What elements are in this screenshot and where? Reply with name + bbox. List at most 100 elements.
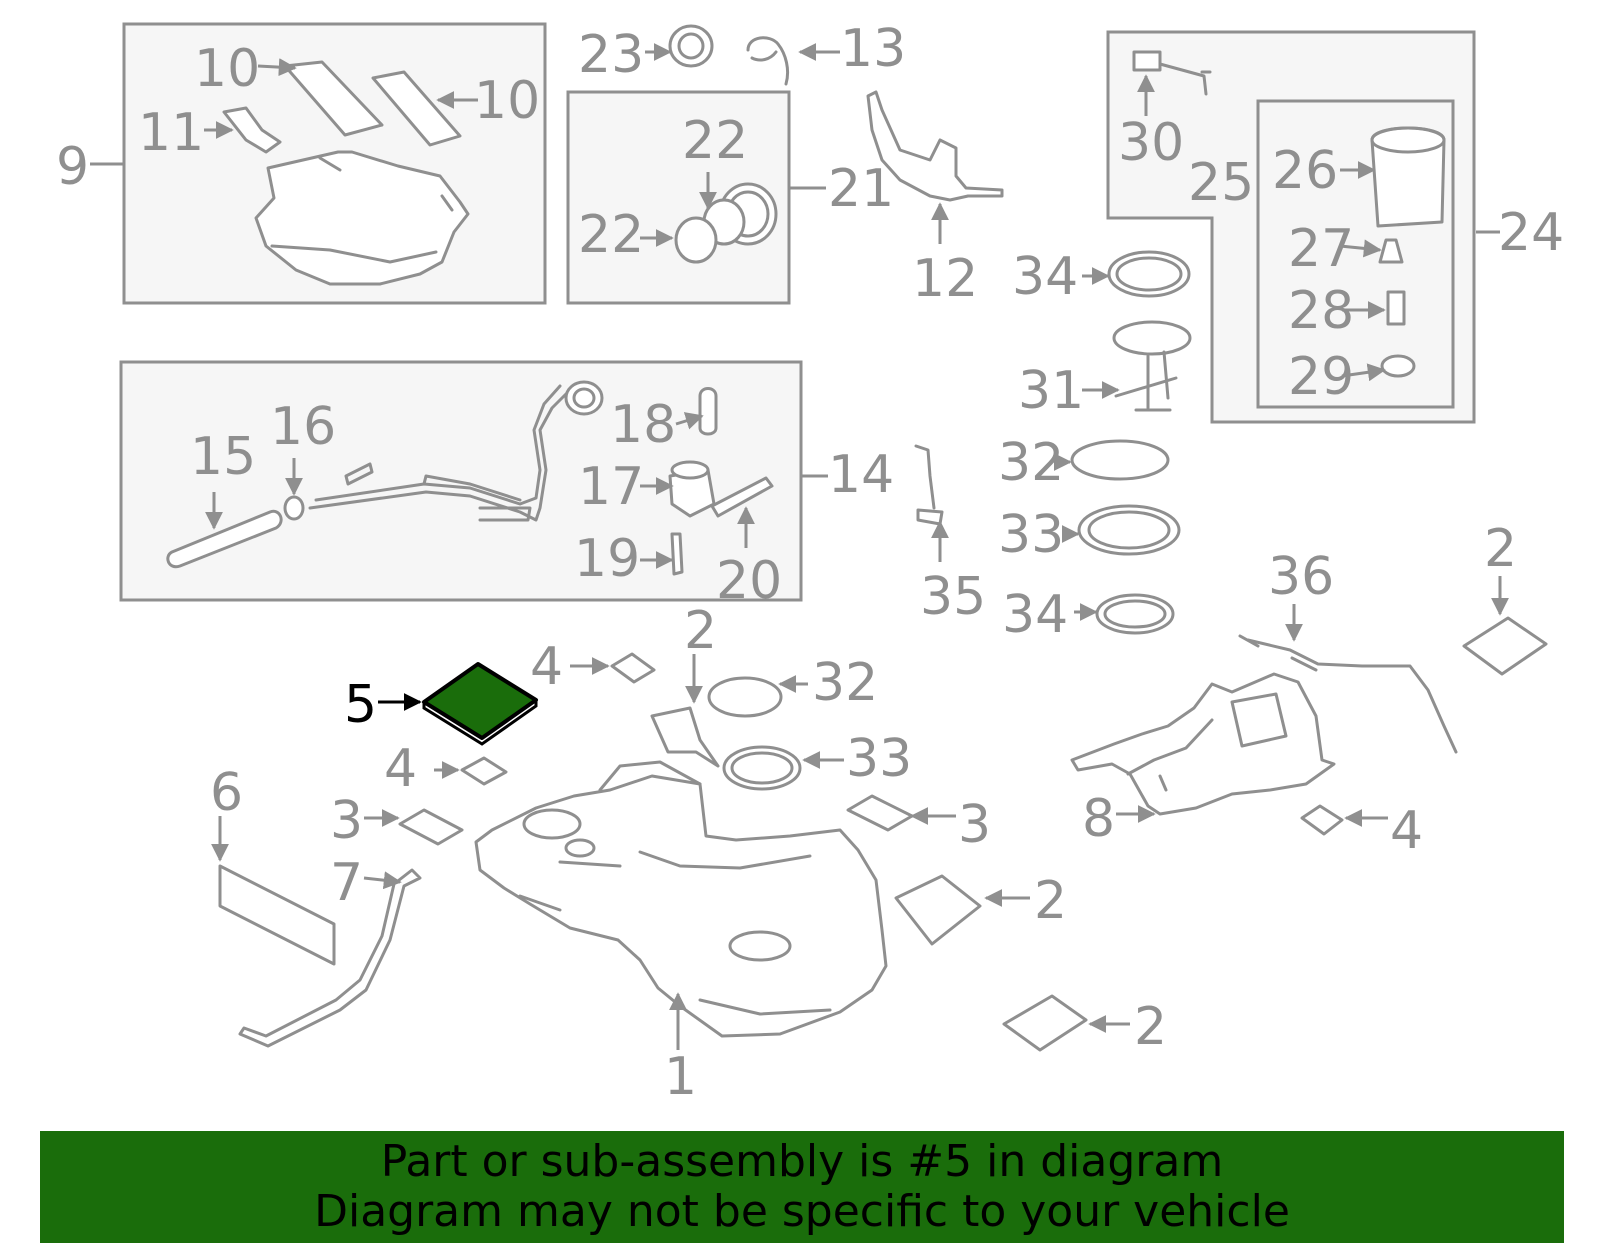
callout-2d: 2 xyxy=(1134,997,1167,1057)
hose-15 xyxy=(166,509,283,569)
callout-3a: 3 xyxy=(330,791,363,851)
fuel-tank-1-detail xyxy=(518,760,832,1016)
wire-35 xyxy=(914,444,944,526)
callout-2a: 2 xyxy=(1484,519,1517,579)
callout-5: 5 xyxy=(344,675,377,735)
callout-19: 19 xyxy=(574,529,640,589)
callout-labels: 9 10 10 11 23 13 22 22 21 12 14 15 16 17… xyxy=(56,19,1564,1107)
callout-4b: 4 xyxy=(384,739,417,799)
filler-pipe-vent xyxy=(344,462,532,522)
cap-23 xyxy=(668,24,714,68)
pad-5-edge xyxy=(422,700,538,746)
insulator-2d xyxy=(1462,616,1548,676)
gasket-22b xyxy=(674,216,718,264)
tether-13 xyxy=(746,36,790,86)
callout-10b: 10 xyxy=(474,71,540,131)
callout-26: 26 xyxy=(1272,141,1338,201)
cap-23-inner xyxy=(677,32,705,60)
filler-neck xyxy=(564,380,604,416)
callout-25: 25 xyxy=(1188,153,1254,213)
callout-2c: 2 xyxy=(1034,871,1067,931)
filler-pipe-14b xyxy=(314,384,562,506)
heat-insulator-10a xyxy=(283,60,384,137)
filler-pipe-shield-12 xyxy=(866,90,1004,202)
tank-port-c xyxy=(564,838,596,858)
pad-4a xyxy=(610,652,656,684)
callout-16: 16 xyxy=(270,397,336,457)
callout-11: 11 xyxy=(138,103,204,163)
callout-8: 8 xyxy=(1082,789,1115,849)
callout-36: 36 xyxy=(1268,547,1334,607)
tank-shield-9-detail xyxy=(270,156,454,264)
pump-26 xyxy=(1370,126,1446,228)
insulator-2c xyxy=(1002,994,1088,1052)
callout-2b: 2 xyxy=(684,601,717,661)
callout-13: 13 xyxy=(840,19,906,79)
tank-port-b xyxy=(728,930,792,962)
callout-34a: 34 xyxy=(1012,247,1078,307)
callout-15: 15 xyxy=(190,427,256,487)
hose-18 xyxy=(698,387,718,436)
callout-10a: 10 xyxy=(194,39,260,99)
strap-6 xyxy=(218,864,336,966)
sender-30-arm xyxy=(1158,62,1212,96)
tank-shield-9 xyxy=(254,150,470,286)
callout-4a: 4 xyxy=(530,637,563,697)
callout-4c: 4 xyxy=(1390,801,1423,861)
valve-17-top xyxy=(670,460,710,480)
callout-28: 28 xyxy=(1288,281,1354,341)
callout-17: 17 xyxy=(578,457,644,517)
callout-30: 30 xyxy=(1118,113,1184,173)
info-banner: Part or sub-assembly is #5 in diagram Di… xyxy=(40,1131,1564,1243)
filler-neck-inner xyxy=(572,387,596,409)
heat-shield-8-detail xyxy=(1126,692,1288,792)
pump-26-top xyxy=(1370,126,1446,154)
callout-35: 35 xyxy=(920,567,986,627)
pad-3b xyxy=(846,794,914,832)
callout-7: 7 xyxy=(330,853,363,913)
harness-36-b xyxy=(1238,634,1318,672)
callout-21: 21 xyxy=(828,159,894,219)
callout-20: 20 xyxy=(716,551,782,611)
callout-14: 14 xyxy=(828,445,894,505)
gasket-33b-inner xyxy=(730,751,794,785)
regulator-28 xyxy=(1386,290,1406,326)
callout-22a: 22 xyxy=(682,111,748,171)
pad-5 xyxy=(422,662,538,740)
callout-1: 1 xyxy=(664,1047,697,1107)
callout-24: 24 xyxy=(1498,203,1564,263)
insulator-2a xyxy=(650,706,720,768)
callout-33a: 33 xyxy=(998,505,1064,565)
gasket-32b xyxy=(707,676,783,718)
banner-line-2: Diagram may not be specific to your vehi… xyxy=(314,1186,1290,1237)
bracket-11 xyxy=(222,106,282,154)
callout-31: 31 xyxy=(1018,361,1084,421)
callout-18: 18 xyxy=(610,395,676,455)
pad-3a xyxy=(398,808,464,846)
callout-34b: 34 xyxy=(1002,585,1068,645)
heat-shield-8 xyxy=(1070,672,1336,816)
sender-plate-31 xyxy=(1112,320,1192,356)
filter-27 xyxy=(1378,238,1404,264)
callout-9: 9 xyxy=(56,137,89,197)
heat-insulator-10b xyxy=(371,70,462,147)
hose-19 xyxy=(670,532,684,576)
callout-3b: 3 xyxy=(958,795,991,855)
lock-ring-34a-inner xyxy=(1115,256,1183,292)
pad-4b xyxy=(460,756,508,786)
filter-29 xyxy=(1380,354,1416,378)
gasket-32a xyxy=(1070,439,1170,481)
callout-23: 23 xyxy=(578,25,644,85)
callout-6: 6 xyxy=(210,763,243,823)
callout-29: 29 xyxy=(1288,347,1354,407)
lock-ring-34b-inner xyxy=(1103,599,1167,629)
gasket-33a-inner xyxy=(1087,510,1171,550)
callout-32b: 32 xyxy=(812,653,878,713)
harness-36 xyxy=(1246,638,1458,754)
callout-32a: 32 xyxy=(998,433,1064,493)
callout-27: 27 xyxy=(1288,219,1354,279)
sender-30 xyxy=(1132,50,1162,72)
tank-port-a xyxy=(522,808,582,840)
strap-7 xyxy=(238,868,422,1048)
